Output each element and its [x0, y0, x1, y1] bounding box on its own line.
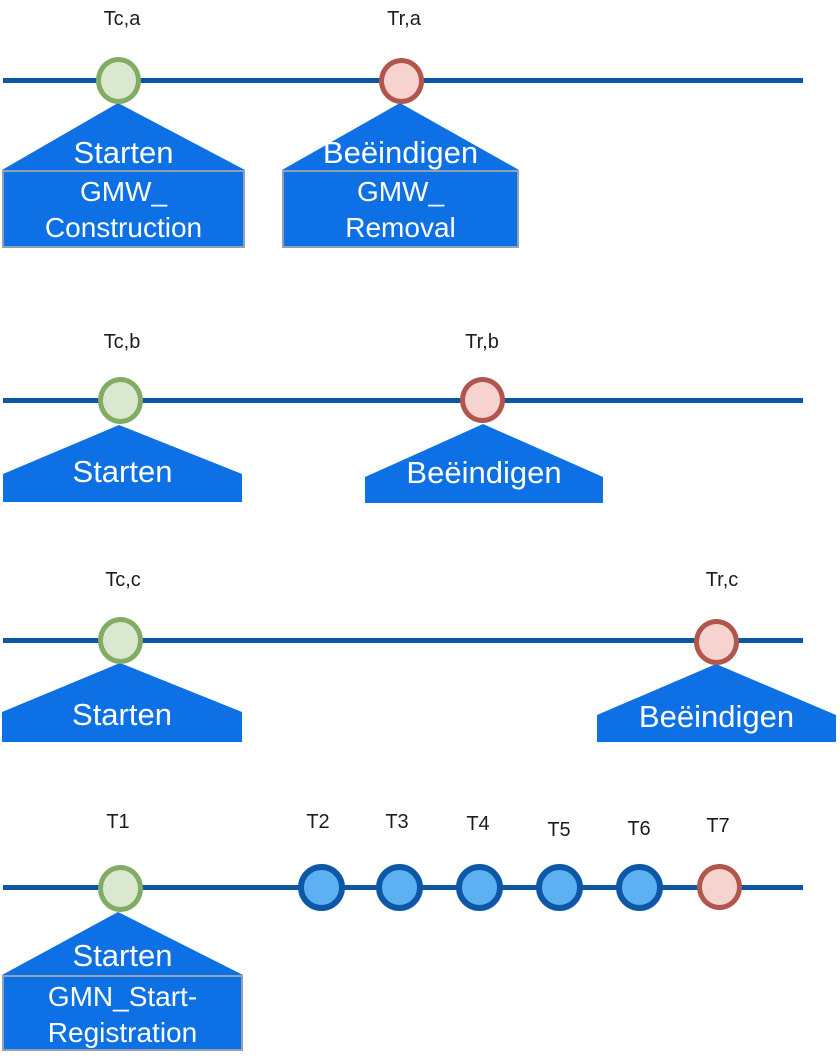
- time-label-tr-c: Tr,c: [705, 569, 739, 591]
- end-flag-triangle-a: [282, 103, 519, 170]
- start-flag-pentagon-c: [2, 663, 242, 742]
- removal-event-marker-b: [460, 377, 505, 423]
- time-label-tc-a: Tc,a: [103, 8, 141, 30]
- event-marker-t2: [298, 864, 345, 911]
- start-box-a: GMW_ Construction: [2, 170, 245, 248]
- start-box-a-line1: GMW_: [79, 176, 168, 207]
- event-marker-t1: [98, 865, 143, 912]
- event-marker-t7: [697, 864, 742, 910]
- start-flag-label-b: Starten: [72, 454, 173, 489]
- start-flag-label-c: Starten: [72, 697, 172, 732]
- end-flag-label-b: Beëindigen: [406, 455, 562, 490]
- event-marker-t3: [376, 864, 423, 911]
- time-label-t7: T7: [706, 815, 730, 837]
- removal-event-marker-a: [379, 58, 424, 104]
- start-flag-label-d: Starten: [72, 938, 173, 973]
- end-box-a-line1: GMW_: [356, 176, 445, 207]
- end-flag-label-a: Beëindigen: [322, 135, 479, 170]
- end-flag-pentagon-c: [597, 664, 836, 742]
- removal-event-marker-c: [694, 619, 739, 665]
- timeline-b-line: [3, 398, 803, 403]
- event-marker-t5: [536, 864, 583, 911]
- time-label-t4: T4: [466, 813, 490, 835]
- start-flag-triangle-a: [2, 103, 245, 170]
- time-label-tr-a: Tr,a: [387, 8, 421, 30]
- start-box-a-line2: Construction: [44, 212, 203, 243]
- time-label-t2: T2: [306, 811, 330, 833]
- end-flag-pentagon-b: [365, 424, 603, 503]
- time-label-t3: T3: [385, 811, 409, 833]
- start-box-d: GMN_Start- Registration: [2, 975, 243, 1051]
- timeline-c-line: [3, 638, 803, 643]
- time-label-t5: T5: [547, 819, 571, 841]
- start-flag-triangle-d: [2, 912, 243, 975]
- event-marker-t6: [616, 864, 663, 911]
- end-box-a: GMW_ Removal: [282, 170, 519, 248]
- start-box-d-line1: GMN_Start-: [47, 981, 198, 1012]
- time-label-tc-b: Tc,b: [103, 331, 141, 353]
- time-label-tr-b: Tr,b: [465, 331, 499, 353]
- start-box-d-line2: Registration: [47, 1017, 198, 1048]
- time-label-tc-c: Tc,c: [105, 569, 141, 591]
- start-flag-label-a: Starten: [73, 135, 174, 170]
- creation-event-marker-a: [96, 57, 141, 104]
- time-label-t1: T1: [106, 811, 130, 833]
- creation-event-marker-b: [98, 377, 143, 424]
- event-marker-t4: [456, 864, 503, 911]
- creation-event-marker-c: [98, 617, 143, 664]
- end-flag-label-c: Beëindigen: [638, 699, 795, 734]
- end-box-a-line2: Removal: [345, 212, 456, 243]
- time-label-t6: T6: [627, 818, 651, 840]
- start-flag-pentagon-b: [3, 425, 242, 502]
